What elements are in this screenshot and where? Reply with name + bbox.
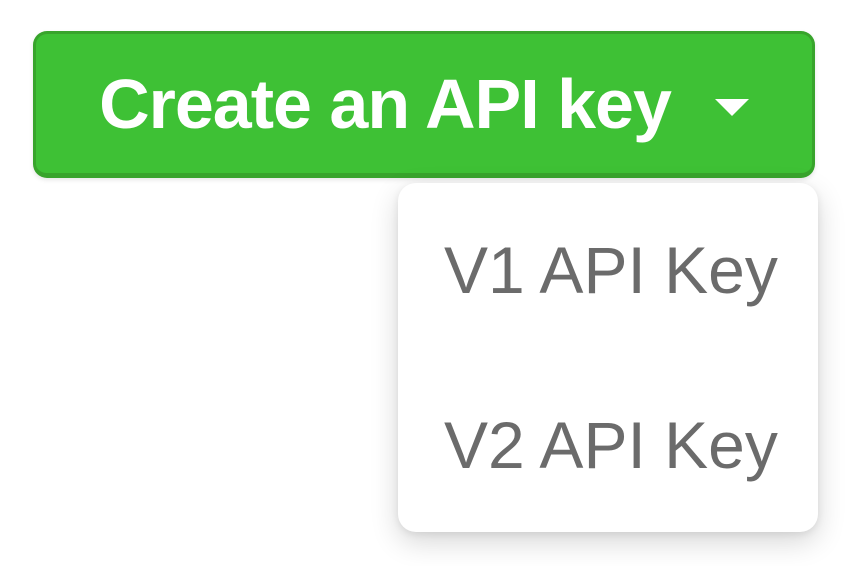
create-api-key-button-label: Create an API key: [99, 64, 672, 143]
menu-item-v1-api-key[interactable]: V1 API Key: [444, 233, 778, 308]
api-key-dropdown-menu: V1 API Key V2 API Key: [398, 183, 818, 532]
create-api-key-button[interactable]: Create an API key: [33, 31, 815, 178]
caret-down-icon: [714, 99, 749, 116]
menu-item-v2-api-key[interactable]: V2 API Key: [444, 407, 778, 482]
